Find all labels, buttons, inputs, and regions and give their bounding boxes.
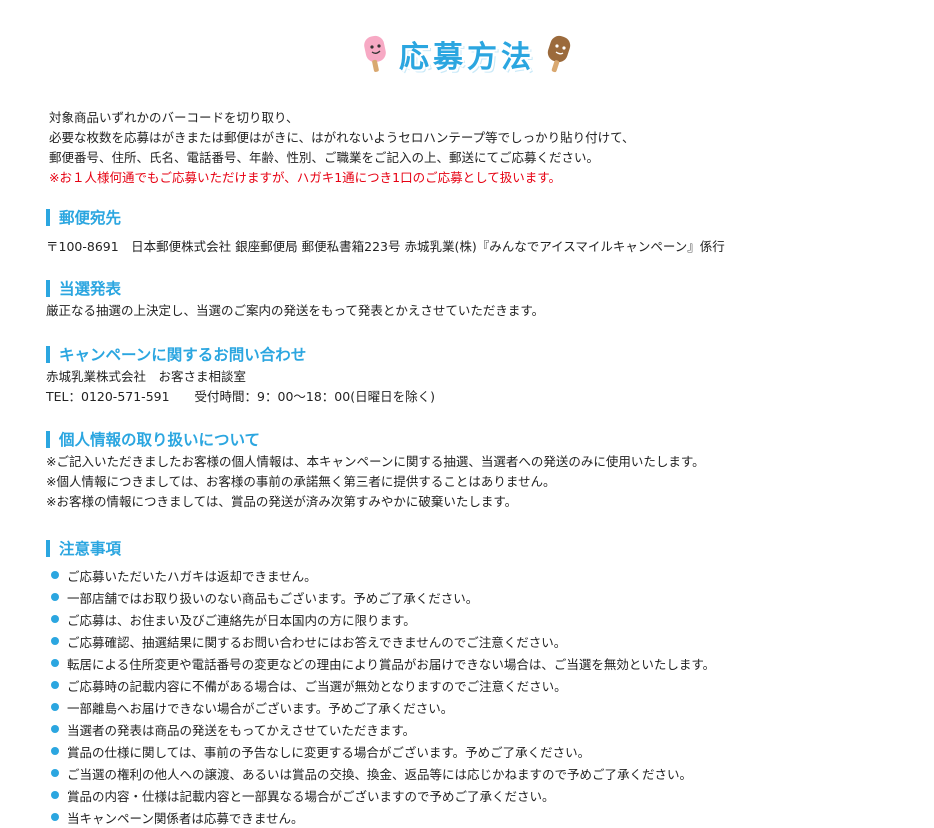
contact-heading: キャンペーンに関するお問い合わせ	[46, 343, 916, 365]
intro-warning: ※お１人様何通でもご応募いただけますが、ハガキ1通につき1口のご応募として扱いま…	[49, 170, 562, 185]
list-item: 転居による住所変更や電話番号の変更などの理由により賞品がお届けできない場合は、ご…	[46, 652, 916, 674]
bullet-icon	[51, 703, 59, 711]
bullet-icon	[51, 637, 59, 645]
bullet-icon	[51, 791, 59, 799]
bullet-icon	[51, 659, 59, 667]
contact-section: キャンペーンに関するお問い合わせ 赤城乳業株式会社 お客さま相談室 TEL：01…	[46, 343, 916, 407]
heading-bar	[46, 345, 50, 363]
bullet-icon	[51, 593, 59, 601]
bullet-icon	[51, 769, 59, 777]
bullet-icon	[51, 747, 59, 755]
privacy-line: ※ご記入いただきましたお客様の個人情報は、本キャンペーンに関する抽選、当選者への…	[46, 454, 705, 469]
list-item: ご応募確認、抽選結果に関するお問い合わせにはお答えできませんのでご注意ください。	[46, 630, 916, 652]
bullet-icon	[51, 681, 59, 689]
heading-bar	[46, 279, 50, 297]
list-item: ご応募いただいたハガキは返却できません。	[46, 564, 916, 586]
heading-bar	[46, 208, 50, 226]
bullet-icon	[51, 813, 59, 821]
mailing-section: 郵便宛先 〒100-8691 日本郵便株式会社 銀座郵便局 郵便私書箱223号 …	[46, 206, 916, 257]
list-item: 賞品の仕様に関しては、事前の予告なしに変更する場合がございます。予めご了承くださ…	[46, 740, 916, 762]
heading-bar	[46, 430, 50, 448]
privacy-heading: 個人情報の取り扱いについて	[46, 428, 916, 450]
list-item: ご当選の権利の他人への譲渡、あるいは賞品の交換、換金、返品等には応じかねますので…	[46, 762, 916, 784]
notes-list: ご応募いただいたハガキは返却できません。 一部店舗ではお取り扱いのない商品もござ…	[46, 564, 916, 828]
bullet-icon	[51, 615, 59, 623]
announcement-heading: 当選発表	[46, 277, 916, 299]
mailing-heading: 郵便宛先	[46, 206, 916, 228]
list-item: 一部離島へお届けできない場合がございます。予めご了承ください。	[46, 696, 916, 718]
list-item: 賞品の内容・仕様は記載内容と一部異なる場合がございますので予めご了承ください。	[46, 784, 916, 806]
contact-phone: TEL：0120-571-591 受付時間：9：00〜18：00(日曜日を除く)	[46, 389, 435, 404]
list-item: 一部店舗ではお取り扱いのない商品もございます。予めご了承ください。	[46, 586, 916, 608]
chocolate-popsicle-icon	[547, 35, 571, 73]
intro-line: 必要な枚数を応募はがきまたは郵便はがきに、はがれないようセロハンテープ等でしっか…	[49, 130, 635, 145]
list-item: 当選者の発表は商品の発送をもってかえさせていただきます。	[46, 718, 916, 740]
intro-line: 対象商品いずれかのバーコードを切り取り、	[49, 110, 299, 125]
bullet-icon	[51, 571, 59, 579]
mailing-address: 〒100-8691 日本郵便株式会社 銀座郵便局 郵便私書箱223号 赤城乳業(…	[46, 239, 725, 254]
privacy-section: 個人情報の取り扱いについて ※ご記入いただきましたお客様の個人情報は、本キャンペ…	[46, 428, 916, 512]
page-title: 応募方法	[399, 40, 535, 75]
list-item: ご応募は、お住まい及びご連絡先が日本国内の方に限ります。	[46, 608, 916, 630]
notes-heading: 注意事項	[46, 537, 916, 559]
privacy-line: ※お客様の情報につきましては、賞品の発送が済み次第すみやかに破棄いたします。	[46, 494, 518, 509]
intro-text: 対象商品いずれかのバーコードを切り取り、 必要な枚数を応募はがきまたは郵便はがき…	[49, 108, 909, 188]
page-header: 応募方法	[0, 32, 934, 76]
intro-line: 郵便番号、住所、氏名、電話番号、年齢、性別、ご職業をご記入の上、郵送にてご応募く…	[49, 150, 600, 165]
privacy-line: ※個人情報につきましては、お客様の事前の承諾無く第三者に提供することはありません…	[46, 474, 556, 489]
announcement-text: 厳正なる抽選の上決定し、当選のご案内の発送をもって発表とかえさせていただきます。	[46, 303, 545, 318]
pink-popsicle-icon	[364, 35, 386, 72]
heading-bar	[46, 539, 50, 557]
list-item: ご応募時の記載内容に不備がある場合は、ご当選が無効となりますのでご注意ください。	[46, 674, 916, 696]
announcement-section: 当選発表 厳正なる抽選の上決定し、当選のご案内の発送をもって発表とかえさせていた…	[46, 277, 916, 321]
list-item: 当キャンペーン関係者は応募できません。	[46, 806, 916, 828]
notes-section: 注意事項 ご応募いただいたハガキは返却できません。 一部店舗ではお取り扱いのない…	[46, 537, 916, 828]
contact-company: 赤城乳業株式会社 お客さま相談室	[46, 369, 247, 384]
bullet-icon	[51, 725, 59, 733]
